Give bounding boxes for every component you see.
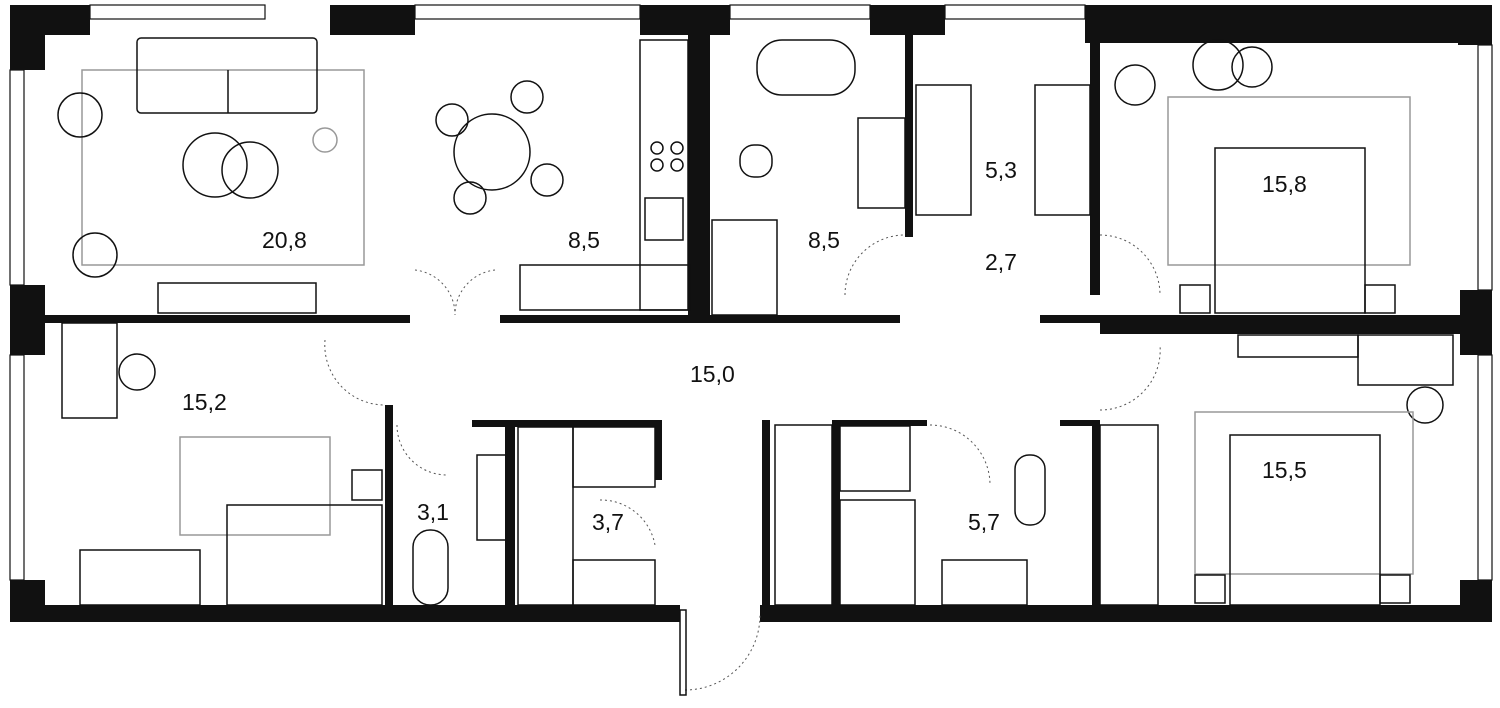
room-area-living: 20,8 xyxy=(262,227,307,253)
doors xyxy=(324,234,1161,696)
room-area-wc: 3,1 xyxy=(417,499,449,525)
walls xyxy=(10,5,1492,622)
room-area-wardrobe-1: 5,3 xyxy=(985,157,1017,183)
room-area-wardrobe-2: 3,7 xyxy=(592,509,624,535)
room-area-bedroom-3: 15,5 xyxy=(1262,457,1307,483)
room-area-bedroom-1: 15,8 xyxy=(1262,171,1307,197)
room-area-bathroom-1: 8,5 xyxy=(808,227,840,253)
furniture xyxy=(57,37,1454,606)
windows xyxy=(9,4,1493,581)
room-area-hall-small: 2,7 xyxy=(985,249,1017,275)
room-labels: 20,8 8,5 8,5 5,3 2,7 15,8 15,2 15,0 3,1 … xyxy=(182,157,1307,535)
room-area-kitchen: 8,5 xyxy=(568,227,600,253)
room-area-hall: 15,0 xyxy=(690,361,735,387)
room-area-bedroom-2: 15,2 xyxy=(182,389,227,415)
room-area-bathroom-2: 5,7 xyxy=(968,509,1000,535)
